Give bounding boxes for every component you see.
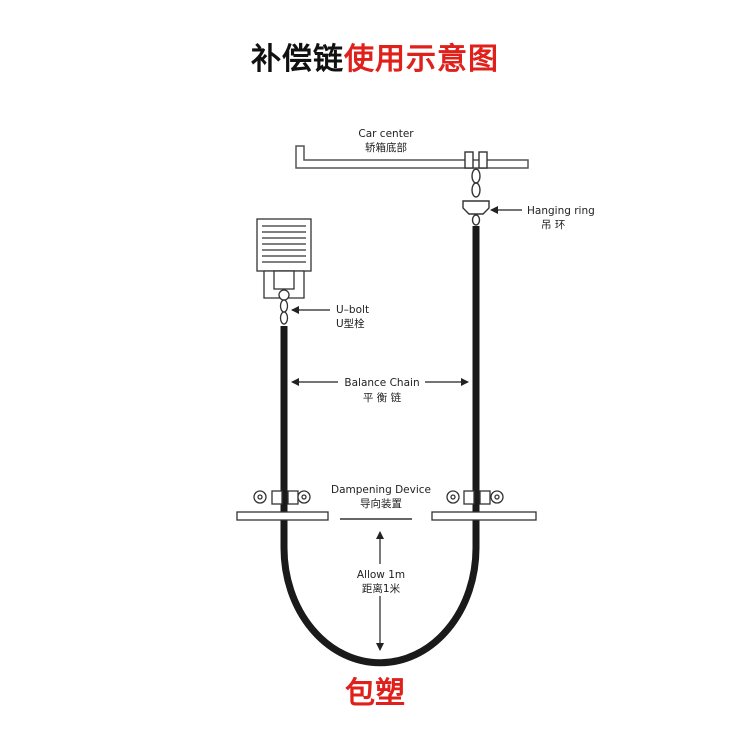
hanging-ring-label: Hanging ring [527,205,595,217]
allow-label-cn: 距离1米 [362,582,401,595]
hanging-ring [462,151,490,226]
plastic-coated-label: 包塑 [345,676,405,711]
page-title: 补偿链使用示意图 [0,34,750,78]
u-bolt-label-cn: U型栓 [336,317,365,330]
dampening-device-right [431,490,537,521]
u-bolt-label: U–bolt [336,304,369,316]
u-bolt [279,299,289,325]
title-part-black: 补偿链 [251,42,344,77]
balance-chain [280,226,480,667]
hanging-ring-label-cn: 吊 环 [541,219,565,231]
balance-chain-label-cn: 平 衡 链 [363,391,402,404]
balance-chain-label: Balance Chain [344,377,419,389]
dampening-device-label: Dampening Device [331,484,431,496]
car-bottom-beam [295,145,529,169]
dampening-device-left [236,490,329,521]
allow-label: Allow 1m [357,569,405,581]
car-center-label: Car center [358,128,414,140]
dampening-device-label-cn: 导向装置 [360,497,402,510]
counterweight-box [256,218,312,301]
title-part-red: 使用示意图 [344,42,499,77]
car-center-label-cn: 轿箱底部 [365,141,407,154]
